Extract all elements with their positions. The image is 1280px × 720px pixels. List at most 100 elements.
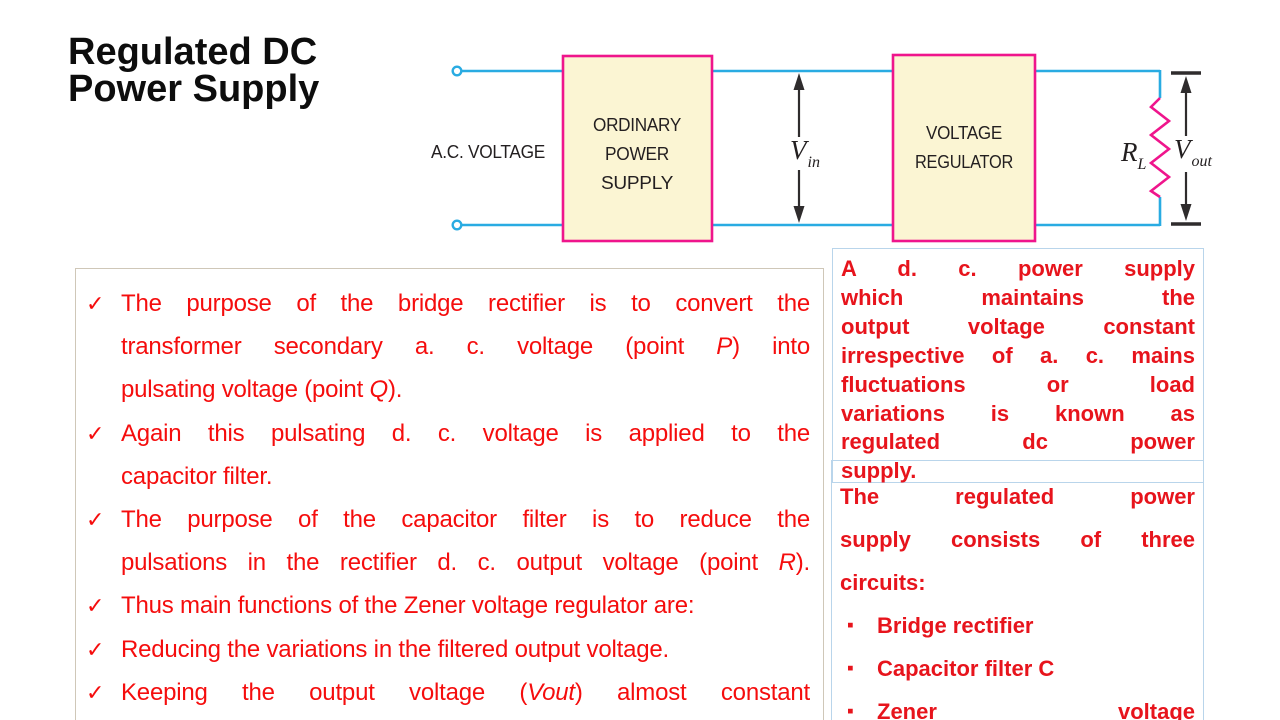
- voltage-regulator-block: [891, 53, 1037, 243]
- text-line: fluctuations or load: [841, 371, 1195, 400]
- text-run: fluctuations or load: [841, 371, 1195, 397]
- bullet-item: ✓ Again this pulsating d. c. voltage is a…: [76, 412, 823, 498]
- text-line: pulsations in the rectifier d. c. output…: [121, 541, 810, 584]
- component-item: ▪ Zener voltage: [840, 690, 1195, 720]
- text-run: A d. c. power supply: [841, 256, 1195, 281]
- text-line: The purpose of the capacitor filter is t…: [121, 498, 810, 541]
- text-run: supply.: [841, 458, 917, 484]
- text-line: The purpose of the bridge rectifier is t…: [121, 282, 810, 325]
- checkmark-icon: ✓: [86, 593, 105, 619]
- bullet-text: Keeping the output voltage (Vout) almost…: [121, 671, 823, 714]
- text-line: Bridge rectifier: [877, 604, 1195, 647]
- math-var: P: [716, 333, 733, 361]
- text-run: irrespective of a. c. mains: [841, 342, 1195, 368]
- text-run: Reducing the variations in the filtered …: [121, 635, 670, 663]
- square-bullet-icon: ▪: [847, 615, 854, 636]
- text-run: ) into: [732, 333, 810, 361]
- ac-voltage-label: A.C. VOLTAGE: [431, 142, 545, 162]
- text-run: pulsations in the rectifier d. c. output…: [121, 549, 779, 577]
- text-run: transformer secondary a. c. voltage (poi…: [121, 333, 717, 361]
- component-item: ▪ Bridge rectifier: [840, 604, 1195, 647]
- ordinary-power-supply-block: [561, 54, 714, 243]
- text-line: output voltage constant: [841, 313, 1195, 342]
- text-line: which maintains the: [841, 284, 1195, 313]
- square-bullet-icon: ▪: [847, 701, 854, 720]
- bullet-text: The purpose of the bridge rectifier is t…: [121, 282, 823, 412]
- text-line: variations is known as: [841, 400, 1195, 429]
- text-line: Zener voltage: [877, 690, 1195, 720]
- text-line: transformer secondary a. c. voltage (poi…: [121, 325, 810, 368]
- text-line: supply consists of three: [840, 518, 1195, 561]
- component-text: Bridge rectifier: [877, 604, 1195, 647]
- text-line: Reducing the variations in the filtered …: [121, 628, 810, 671]
- text-line: supply.: [841, 457, 1195, 486]
- bullet-list: ✓ The purpose of the bridge rectifier is …: [76, 282, 823, 714]
- component-text: Capacitor filter C: [877, 647, 1195, 690]
- text-run: ) almost constant: [574, 678, 810, 706]
- component-item: ▪Capacitor filter C: [840, 647, 1195, 690]
- text-run: capacitor filter.: [121, 462, 273, 490]
- text-line: Again this pulsating d. c. voltage is ap…: [121, 412, 810, 455]
- bullet-item: ✓ The purpose of the bridge rectifier is …: [76, 282, 823, 412]
- bullet-item: ✓ Thus main functions of the Zener voltag…: [76, 584, 823, 627]
- text-run: The purpose of the bridge rectifier is t…: [121, 290, 810, 317]
- resistor-icon: [1148, 97, 1172, 199]
- arrowhead-up-icon: [793, 73, 805, 90]
- arrowhead-down-icon: [793, 206, 805, 223]
- text-run: Thus main functions of the Zener voltage…: [121, 592, 695, 620]
- text-line: circuits:: [840, 561, 1195, 604]
- ordinary-power-supply-label: ORDINARY: [593, 115, 681, 135]
- checkmark-icon: ✓: [86, 679, 105, 705]
- text-run: variations is known as: [841, 400, 1195, 426]
- text-run: supply consists of three: [840, 527, 1195, 552]
- arrowhead-up-icon: [1180, 76, 1192, 93]
- text-run: Again this pulsating d. c. voltage is ap…: [121, 419, 810, 447]
- math-var: Q: [369, 376, 389, 404]
- checkmark-icon: ✓: [86, 291, 105, 316]
- text-run: Capacitor filter C: [877, 656, 1055, 681]
- text-run: ).: [795, 549, 810, 577]
- ordinary-power-supply-label: SUPPLY: [601, 173, 673, 193]
- checkmark-icon: ✓: [86, 636, 105, 662]
- text-line: pulsating voltage (point Q).: [121, 368, 810, 411]
- text-line: irrespective of a. c. mains: [841, 342, 1195, 371]
- component-text: Zener voltage: [877, 690, 1195, 720]
- text-run: Bridge rectifier: [877, 613, 1034, 638]
- text-run: regulated dc power: [841, 429, 1195, 455]
- page-title: Regulated DC Power Supply: [68, 31, 320, 110]
- text-run: Keeping the output voltage (: [121, 678, 528, 706]
- vin-label: Vin: [790, 135, 820, 171]
- text-line: A d. c. power supply: [841, 255, 1195, 284]
- title-line-1: Regulated DC: [68, 31, 318, 73]
- title-line-2: Power Supply: [68, 68, 320, 110]
- definition-text: A d. c. power supply which maintains the o…: [841, 255, 1195, 486]
- bullet-text: Again this pulsating d. c. voltage is ap…: [121, 412, 823, 498]
- bullet-item: ✓ Reducing the variations in the filtered…: [76, 628, 823, 671]
- text-run: circuits:: [840, 570, 926, 595]
- checkmark-icon: ✓: [86, 420, 105, 446]
- text-run: pulsating voltage (point: [121, 376, 370, 404]
- text-line: capacitor filter.: [121, 455, 810, 498]
- text-line: Keeping the output voltage (Vout) almost…: [121, 671, 810, 714]
- text-line: Capacitor filter C: [877, 647, 1195, 690]
- voltage-regulator-label: REGULATOR: [915, 152, 1013, 172]
- bullet-text: Reducing the variations in the filtered …: [121, 628, 823, 671]
- terminal-icon: [451, 219, 463, 231]
- arrowhead-down-icon: [1180, 204, 1192, 221]
- text-line: Thus main functions of the Zener voltage…: [121, 584, 810, 627]
- terminal-icon: [451, 65, 463, 77]
- math-var: Vout: [527, 678, 575, 706]
- definition-box: A d. c. power supply which maintains the o…: [832, 248, 1204, 483]
- rl-label: RL: [1120, 137, 1147, 173]
- checkmark-icon: ✓: [86, 507, 105, 533]
- text-line: regulated dc power: [841, 428, 1195, 457]
- math-var: R: [778, 549, 796, 577]
- text-run: which maintains the: [841, 284, 1195, 310]
- vout-label: Vout: [1174, 134, 1213, 170]
- text-run: The purpose of the capacitor filter is t…: [121, 506, 810, 534]
- text-run: Zener voltage: [877, 699, 1195, 720]
- ordinary-power-supply-label: POWER: [605, 144, 669, 164]
